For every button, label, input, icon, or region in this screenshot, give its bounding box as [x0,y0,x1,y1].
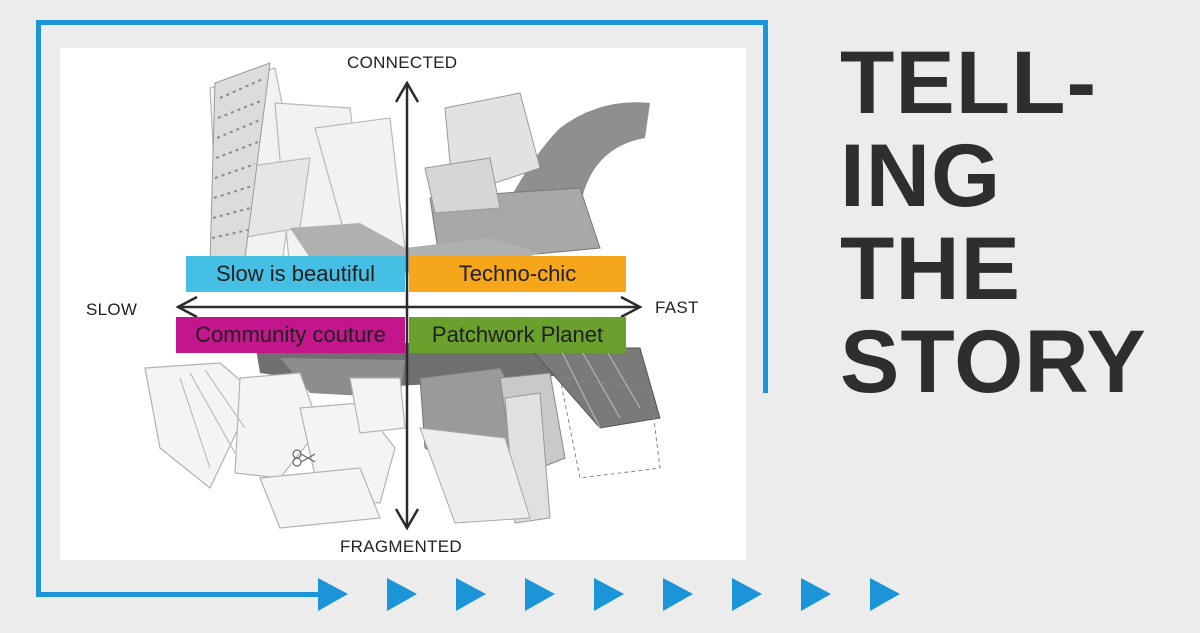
frame-top-line [36,20,768,25]
horizontal-axis [175,295,643,319]
axis-label-top: CONNECTED [347,53,458,72]
play-arrow-icon [801,578,831,611]
frame-left-line [36,20,41,597]
light-piece-br [419,427,531,524]
light-block [424,157,501,214]
axis-label-bottom: FRAGMENTED [340,537,462,556]
play-arrow-icon [318,578,348,611]
play-arrow-icon [387,578,417,611]
play-arrow-icon [594,578,624,611]
fan-lines-right [559,347,641,429]
headline-line-1: TELL- [840,32,1098,132]
headline-line-4: STORY [840,311,1147,411]
scissors-icon [292,449,316,467]
quadrant-top-left: Slow is beautiful [186,256,405,292]
headline: TELL- ING THE STORY [840,36,1190,408]
diagram-panel: CONNECTED FRAGMENTED SLOW FAST Slow is b… [60,48,746,560]
frame-right-line [763,20,768,393]
headline-line-2: ING [840,125,1002,225]
pattern-pieces-top-left [209,67,406,284]
play-arrow-icon [732,578,762,611]
quadrant-top-right: Techno-chic [409,256,626,292]
play-arrow-icon [870,578,900,611]
dashed-piece-right [559,377,661,479]
fan-lines-left [179,369,246,469]
headline-line-3: THE [840,218,1021,318]
frame-bottom-line [36,592,326,597]
axis-label-left: SLOW [86,300,138,319]
play-arrow-icon [663,578,693,611]
play-arrow-icon [456,578,486,611]
pattern-pieces-bottom-left [144,362,406,529]
vertical-axis [394,80,420,531]
quadrant-bottom-right: Patchwork Planet [409,317,626,353]
axis-label-right: FAST [655,298,699,317]
pattern-collage [144,62,661,531]
play-arrow-icon [525,578,555,611]
quadrant-bottom-left: Community couture [176,317,405,353]
